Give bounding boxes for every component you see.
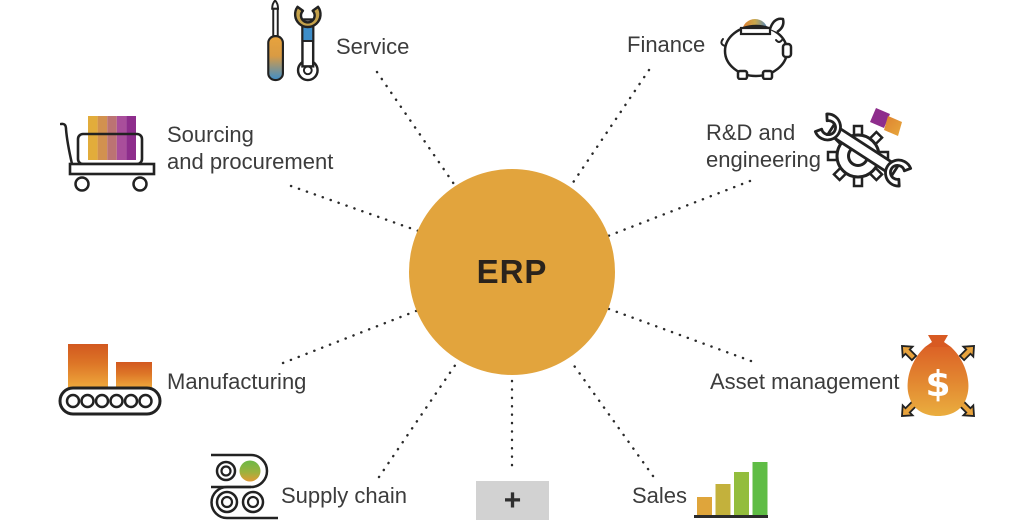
rd-label-line2: engineering	[706, 147, 821, 172]
sales-label: Sales	[632, 483, 688, 508]
connector-sales	[568, 358, 655, 478]
erp-center-node: ERP	[409, 169, 615, 375]
connector-supply	[377, 359, 460, 479]
connector-service	[375, 70, 458, 189]
plus-icon: +	[503, 483, 522, 517]
expand-arrows	[901, 345, 975, 417]
asset-management-label: Asset management	[710, 369, 900, 394]
rolls-icon	[210, 453, 278, 520]
svg-text:$: $	[925, 364, 950, 405]
erp-label: ERP	[476, 253, 548, 290]
cart-boxes-icon	[60, 116, 156, 192]
supply-chain-label: Supply chain	[281, 483, 407, 508]
connector-manufacturing	[281, 309, 418, 365]
bar-chart-icon	[694, 462, 768, 518]
money-bag-icon: $	[901, 335, 975, 417]
connector-rd	[606, 179, 752, 238]
gear-wrench-icon	[813, 108, 913, 188]
sourcing-label-line1: Sourcing	[167, 122, 254, 147]
sourcing-label-line2: and procurement	[167, 149, 334, 174]
piggy-bank-icon	[720, 17, 793, 80]
expand-plus-button[interactable]: +	[476, 481, 549, 520]
service-label: Service	[336, 34, 410, 59]
tools-icon	[267, 0, 322, 82]
manufacturing-label: Manufacturing	[167, 369, 307, 394]
connector-finance	[568, 68, 651, 189]
finance-label: Finance	[627, 32, 706, 57]
rd-label-line1: R&D and	[706, 120, 796, 145]
connector-asset	[607, 307, 753, 363]
connector-sourcing	[289, 184, 426, 235]
conveyor-icon	[58, 344, 162, 416]
